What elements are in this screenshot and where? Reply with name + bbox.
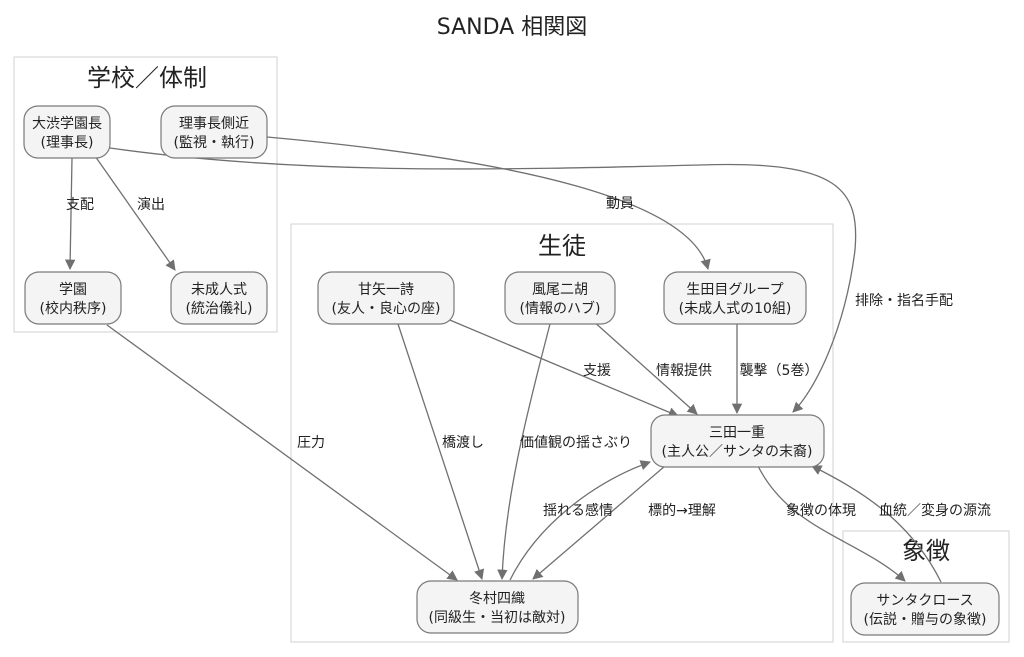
edge-label-enshutsu: 演出 [137,197,165,213]
edges [64,136,942,583]
node-kazao-line1: 風尾二胡 [532,282,588,298]
edge-mita-fuyumura [532,465,666,580]
edge-kazao-mita [591,319,698,415]
node-ikutame-line2: (未成人式の10組) [679,301,792,317]
edge-ootaka-miseijin [94,155,176,271]
edge-labels: 支配 演出 動員 排除・指名手配 圧力 支援 橋渡し 価値観の揺さぶり 情報提供… [66,196,991,519]
edge-label-yureru: 揺れる感情 [543,502,613,519]
edge-label-douin: 動員 [606,196,634,212]
edge-amaya-mita [444,317,679,418]
node-santa[interactable]: サンタクロース (伝説・贈与の象徴) [850,582,1000,636]
edge-label-jouhou: 情報提供 [656,363,712,379]
node-ikutame-line1: 生田目グループ [686,282,783,298]
edge-label-shien: 支援 [583,363,611,379]
node-mita-line1: 三田一重 [709,425,765,441]
node-mita-line2: (主人公／サンタの末裔) [662,443,813,460]
cluster-school-title: 学校／体制 [87,64,207,92]
edge-fuyumura-mita [509,460,651,581]
edge-ootaka-gakuen [64,157,76,271]
edge-aide-ikutame [266,136,711,271]
node-aide-line1: 理事長側近 [179,116,249,132]
edge-label-kachikan: 価値観の揺さぶり [520,434,632,451]
edge-label-atsuryoku: 圧力 [297,435,325,451]
node-aide-line2: (監視・執行) [174,134,255,151]
node-kazao-line2: (情報のハブ) [520,300,601,317]
edge-label-haijo: 排除・指名手配 [855,293,953,309]
node-fuyumura[interactable]: 冬村四織 (同級生・当初は敵対) [416,580,579,634]
edge-kazao-fuyumura [497,323,551,581]
node-amaya-line1: 甘矢一詩 [358,282,414,298]
cluster-students-title: 生徒 [538,232,586,260]
node-ootaka-line1: 大渋学園長 [32,116,102,132]
node-ootaka-line2: (理事長) [41,135,94,151]
node-santa-line1: サンタクロース [876,593,973,609]
node-ikutame[interactable]: 生田目グループ (未成人式の10組) [663,271,807,325]
edge-gakuen-fuyumura [106,324,458,581]
edge-label-hyouteki: 標的→理解 [648,503,716,519]
edge-ootaka-mita [109,147,857,413]
edge-label-shouchou: 象徴の体現 [786,503,856,519]
node-mita[interactable]: 三田一重 (主人公／サンタの末裔) [650,414,825,468]
node-miseijin[interactable]: 未成人式 (統治儀礼) [170,271,268,325]
edge-amaya-fuyumura [397,323,485,580]
node-fuyumura-line2: (同級生・当初は敵対) [429,609,566,626]
edge-label-shuugeki: 襲撃（5巻） [740,362,819,379]
edge-mita-santa [757,465,906,582]
diagram-title: SANDA 相関図 [437,15,587,40]
node-aide[interactable]: 理事長側近 (監視・執行) [160,105,268,159]
edge-label-hashiwatashi: 橋渡し [442,435,484,451]
edge-santa-mita [811,465,942,583]
node-amaya-line2: (友人・良心の座) [332,301,441,317]
node-miseijin-line2: (統治儀礼) [186,301,253,317]
edge-label-ketto: 血統／変身の源流 [879,502,991,519]
node-amaya[interactable]: 甘矢一詩 (友人・良心の座) [317,271,455,325]
node-miseijin-line1: 未成人式 [191,282,247,298]
node-fuyumura-line1: 冬村四織 [469,591,525,607]
node-kazao[interactable]: 風尾二胡 (情報のハブ) [504,271,616,325]
node-gakuen[interactable]: 学園 (校内秩序) [24,271,122,325]
node-gakuen-line2: (校内秩序) [40,300,107,317]
cluster-symbol-title: 象徴 [902,537,950,565]
node-santa-line2: (伝説・贈与の象徴) [864,612,987,628]
edge-label-shihai: 支配 [66,197,94,213]
node-gakuen-line1: 学園 [59,282,87,298]
node-ootaka[interactable]: 大渋学園長 (理事長) [23,105,111,159]
